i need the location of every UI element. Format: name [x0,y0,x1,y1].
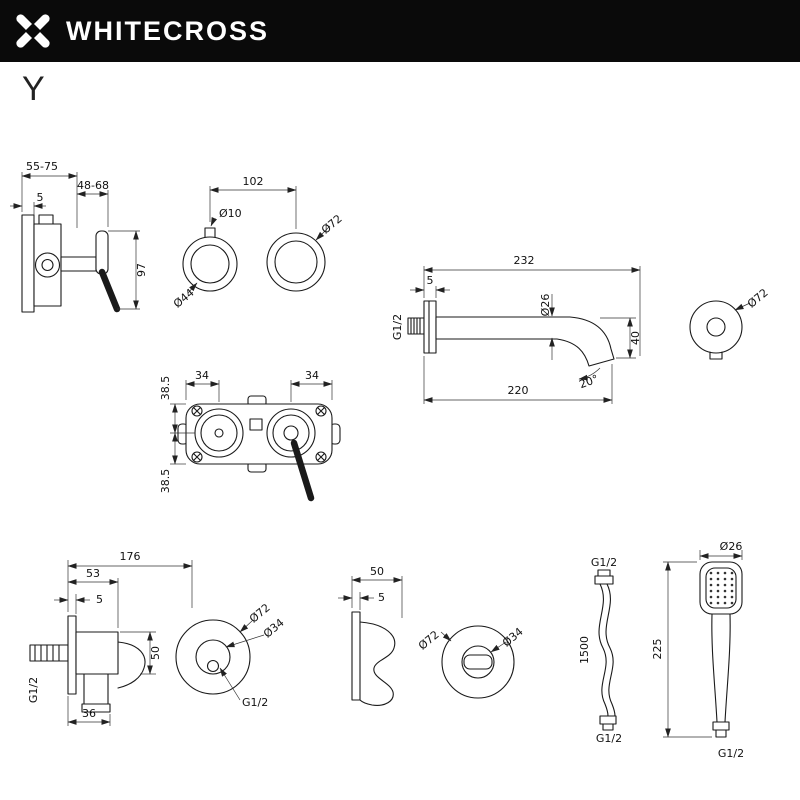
dim-trim-stem-diameter: Ø10 [219,207,242,220]
dim-hose-thread-top: G1/2 [591,556,617,569]
spout-outline [435,316,615,367]
dim-handshower-length: 225 [651,639,664,660]
dim-hose-length: 1500 [578,636,591,664]
spray-face-dots [709,571,734,605]
dim-spout-reach: 220 [508,384,529,397]
dim-hose-thread-bottom: G1/2 [596,732,622,745]
drawing-hose: G1/2 1500 G1/2 [578,556,622,745]
dim-outlet-thread: G1/2 [27,677,40,703]
hose-edge [598,583,609,717]
dim-rough-in-bottom: 38.5 [159,469,172,494]
screw-icon [317,453,325,461]
dim-handshower-thread: G1/2 [718,747,744,760]
screw-icon [317,407,325,415]
dim-holder-depth: 50 [370,565,384,578]
drawing-holder: 50 5 Ø72 Ø34 [338,565,526,706]
dim-spout-angle: 20° [577,372,600,391]
dim-trim-left-diameter: Ø44 [171,286,197,311]
dim-handshower-head-diameter: Ø26 [720,540,743,553]
brand-header: WHITECROSS [0,0,800,62]
holder-profile [359,621,396,706]
holder-arm-profile [117,641,146,689]
dim-spout-plate-thickness: 5 [427,274,434,287]
dim-spout-total-length: 232 [514,254,535,267]
dim-spout-tube-diameter: Ø26 [539,294,552,317]
dim-mixer-depth-range: 55-75 [26,160,58,173]
drawing-mixer-side-view: 55-75 48-68 5 97 [10,160,148,313]
drawing-trim-front-view: 102 Ø10 Ø72 Ø44 [171,175,345,311]
dim-outlet-width: 36 [82,707,96,720]
dim-outlet-total-width: 176 [120,550,141,563]
drawing-rough-in-body: 34 34 38.5 38.5 [159,369,341,502]
dim-elbow-front-diameter: Ø72 [745,286,771,311]
dim-rough-in-right: 34 [305,369,319,382]
dim-rough-in-top: 38.5 [159,376,172,401]
hose-edge [605,583,616,717]
dim-trim-centers-distance: 102 [243,175,264,188]
brand-name: WHITECROSS [66,15,270,46]
dim-outlet-depth: 53 [86,567,100,580]
dim-outlet-front-thread: G1/2 [242,696,268,709]
dim-mixer-handle-range: 48-68 [77,179,109,192]
whitecross-x-logo-icon [16,14,50,48]
mixer-lever-handle [98,268,121,313]
dim-mixer-plate-thickness: 5 [37,191,44,204]
dim-mixer-height: 97 [135,263,148,277]
dim-outlet-height: 50 [149,646,162,660]
drawing-outlet-elbow: 176 53 5 G1/2 36 50 Ø72 Ø34 [27,550,287,726]
drawing-handshower: Ø26 225 G1/2 [651,540,744,760]
series-title: Y [22,70,45,108]
handshower-handle [711,613,731,723]
drawing-elbow-front-view: Ø72 [689,286,771,360]
dim-outlet-front-inner: Ø34 [261,616,287,641]
drawing-spout-side-view: 232 5 Ø26 G1/2 40 20° 220 [391,254,642,404]
dim-outlet-plate-thickness: 5 [96,593,103,606]
dim-holder-plate-thickness: 5 [378,591,385,604]
dim-spout-drop: 40 [629,331,642,345]
rough-in-lever [290,439,315,502]
dim-spout-thread: G1/2 [391,314,404,340]
dim-holder-front-outer: Ø72 [416,628,442,653]
dim-rough-in-left: 34 [195,369,209,382]
screw-icon [193,453,201,461]
screw-icon [193,407,201,415]
